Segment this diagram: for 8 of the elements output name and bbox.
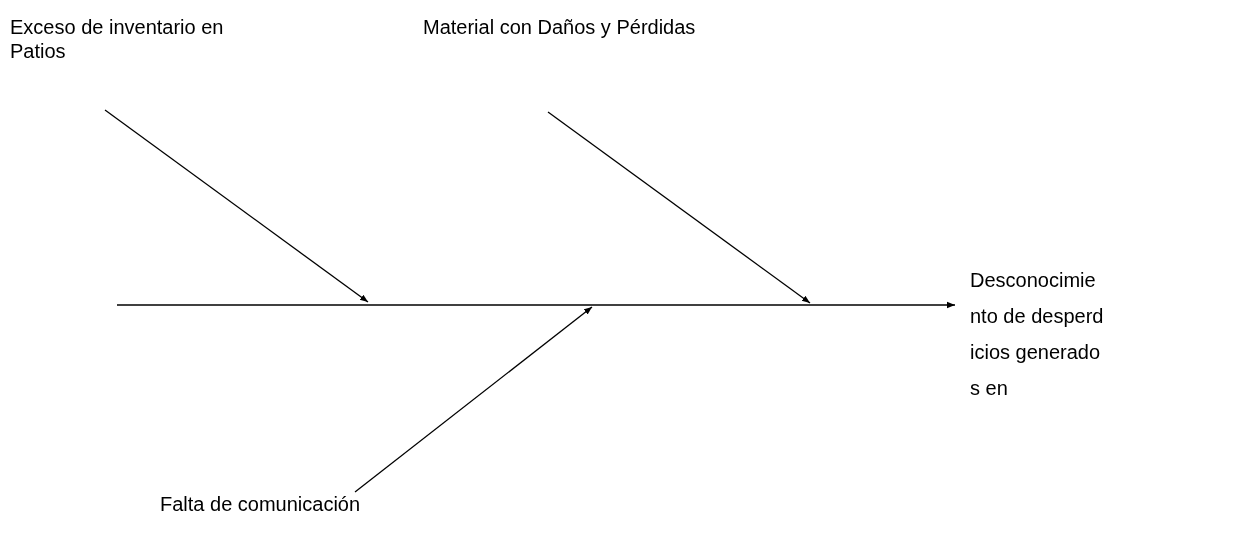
cause-label: Material con Daños y Pérdidas (423, 15, 697, 39)
cause-label: Falta de comunicación (160, 492, 362, 516)
spine-arrow (116, 301, 956, 309)
cause-arrow (547, 111, 811, 304)
cause-arrow (104, 109, 369, 303)
cause-label: Desconocimiento de desperdicios generados en (970, 268, 1105, 401)
cause-arrow (354, 306, 593, 493)
cause-label: Exceso de inventario en Patios (10, 15, 225, 63)
